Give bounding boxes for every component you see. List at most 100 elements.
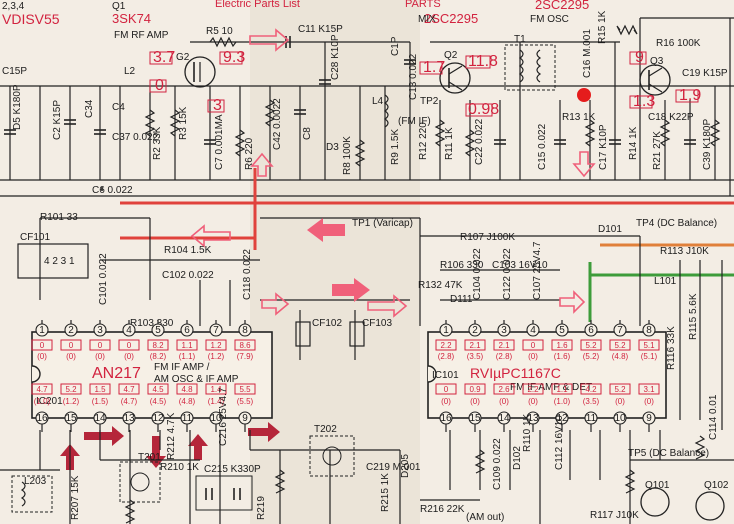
pin-voltage-alt: (1.0): [34, 397, 51, 406]
osc-transistor-part: 2SC2295: [535, 0, 589, 12]
pin-voltage: 0: [40, 341, 45, 350]
pin-voltage: 5.2: [65, 385, 77, 394]
pin-voltage-alt: (4.5): [150, 397, 167, 406]
pin-circle: [439, 323, 453, 337]
pin-voltage-alt: (8.2): [150, 352, 167, 361]
bottom-labels: L203 R207 15K T201 R210 1K R212 4.7K C21…: [24, 387, 729, 523]
label-c112: C112 16V10: [554, 415, 565, 470]
middle-labels: C6 0.022 R101 33 CF101 R104 1.5K TP1 (Va…: [20, 185, 717, 370]
label-c216: C216 25V4.7: [218, 387, 229, 446]
pin-voltage-alt: (1.1): [179, 352, 196, 361]
label-r103: R103 330: [130, 318, 174, 329]
label-c28: C28 K10P: [330, 34, 341, 80]
pin-voltage: 5.1: [643, 341, 655, 350]
pin-voltage: 4.7: [36, 385, 48, 394]
label-c7: C7 0.001MA: [214, 114, 225, 170]
pin-voltage: 2.2: [440, 341, 452, 350]
top-rails: [0, 17, 734, 197]
label-r8: R8 100K: [342, 136, 353, 175]
pin-voltage-box: [60, 339, 82, 351]
pin-voltage: 0: [127, 341, 132, 350]
pin-voltage-alt: (3.5): [467, 352, 484, 361]
label-c1p: C1P: [390, 36, 401, 56]
mix-label: MIX: [418, 14, 436, 25]
transistor-q3: [639, 64, 671, 96]
pin-number: 8: [242, 325, 248, 336]
pin-number: 11: [182, 413, 193, 424]
label-r6: R6 220: [244, 137, 255, 170]
pin-voltage: 4.2: [585, 385, 597, 394]
pin-number: 7: [617, 325, 623, 336]
label-q102: Q102: [704, 480, 729, 491]
label-c37: C37 0.022: [112, 132, 159, 143]
voltage-37: 3.7: [153, 49, 175, 66]
cf102-block: [295, 321, 365, 347]
pin-number: 4: [126, 325, 132, 336]
pin-number: 16: [36, 413, 48, 424]
label-c13: C13 0.022: [408, 53, 419, 100]
q1-part-label: 3SK74: [112, 11, 151, 26]
pin-voltage-alt: (0): [499, 397, 509, 406]
mix-transistor-part: 2SC2295: [424, 11, 478, 26]
pin-voltage-alt: (5.1): [641, 352, 658, 361]
pin-voltage: 4.5: [152, 385, 164, 394]
pin-number: 3: [97, 325, 103, 336]
pin-number: 6: [184, 325, 190, 336]
middle-wiring: [39, 217, 723, 430]
pin-voltage-alt: (0): [528, 352, 538, 361]
label-r132: R132 47K: [418, 280, 463, 291]
model-label: VDISV55: [2, 11, 60, 27]
pin-voltage: 2.2: [527, 385, 539, 394]
pin-voltage-alt: (1.2): [63, 397, 80, 406]
pin-number: 15: [469, 413, 481, 424]
pin-voltage-box: [234, 383, 256, 395]
pins-top-label: 2,3,4: [2, 1, 25, 12]
voltage-3: 3: [213, 97, 222, 114]
pin-voltage-alt: (2.8): [438, 352, 455, 361]
pin-circle: [151, 323, 165, 337]
pin-voltage: 5.2: [614, 341, 626, 350]
label-c4: C4: [112, 102, 125, 113]
pin-number: 13: [527, 413, 539, 424]
pin-number: 15: [65, 413, 77, 424]
label-c114: C114 0.01: [708, 394, 719, 440]
pin-voltage-box: [118, 339, 140, 351]
pin-voltage: 0: [444, 385, 449, 394]
label-tp5: TP5 (DC Balance): [628, 448, 709, 459]
pin-voltage-box: [464, 383, 486, 395]
pin-voltage-alt: (4.8): [179, 397, 196, 406]
label-r16: R16 100K: [656, 38, 701, 49]
label-r113: R113 J10K: [660, 246, 709, 257]
pin-circle: [180, 323, 194, 337]
pin-voltage-box: [118, 383, 140, 395]
label-cf103: CF103: [362, 318, 392, 329]
label-c6: C6 0.022: [92, 185, 133, 196]
label-d102: D102: [512, 446, 523, 470]
bottom-wiring: [0, 430, 734, 524]
fm-rf-amp-label: FM RF AMP: [114, 30, 169, 41]
pin-voltage: 4.8: [181, 385, 193, 394]
label-c8: C8: [302, 127, 313, 140]
pin-number: 2: [68, 325, 74, 336]
label-r21: R21 27K: [652, 131, 663, 170]
label-c11: C11 K15P: [298, 24, 343, 35]
marker-dot: [577, 88, 591, 102]
pin-voltage-alt: (2.8): [496, 352, 513, 361]
pin-circle: [468, 323, 482, 337]
bottom-components: [11, 435, 725, 524]
pin-voltage-box: [580, 339, 602, 351]
ic201-label: IC201: [36, 396, 63, 407]
pin-voltage-alt: (1.2): [208, 352, 225, 361]
label-c118: C118 0.022: [242, 249, 253, 300]
label-c103: C103 16V10: [492, 260, 548, 271]
top-voltage-boxes: 3.7 0 9.3 3 1.7 11.8 0.98 9 1.3 1.9: [149, 49, 701, 118]
label-c102: C102 0.022: [162, 270, 214, 281]
pin-number: 6: [588, 325, 594, 336]
pin-number: 9: [242, 413, 248, 424]
label-r15: R15 1K: [597, 10, 608, 44]
pin-voltage-alt: (0): [95, 352, 105, 361]
label-c42: C42 0.0022: [272, 98, 283, 150]
pin-voltage-alt: (5.2): [583, 352, 600, 361]
pin-voltage-alt: (1.5): [92, 397, 109, 406]
voltage-0: 0: [155, 77, 164, 94]
